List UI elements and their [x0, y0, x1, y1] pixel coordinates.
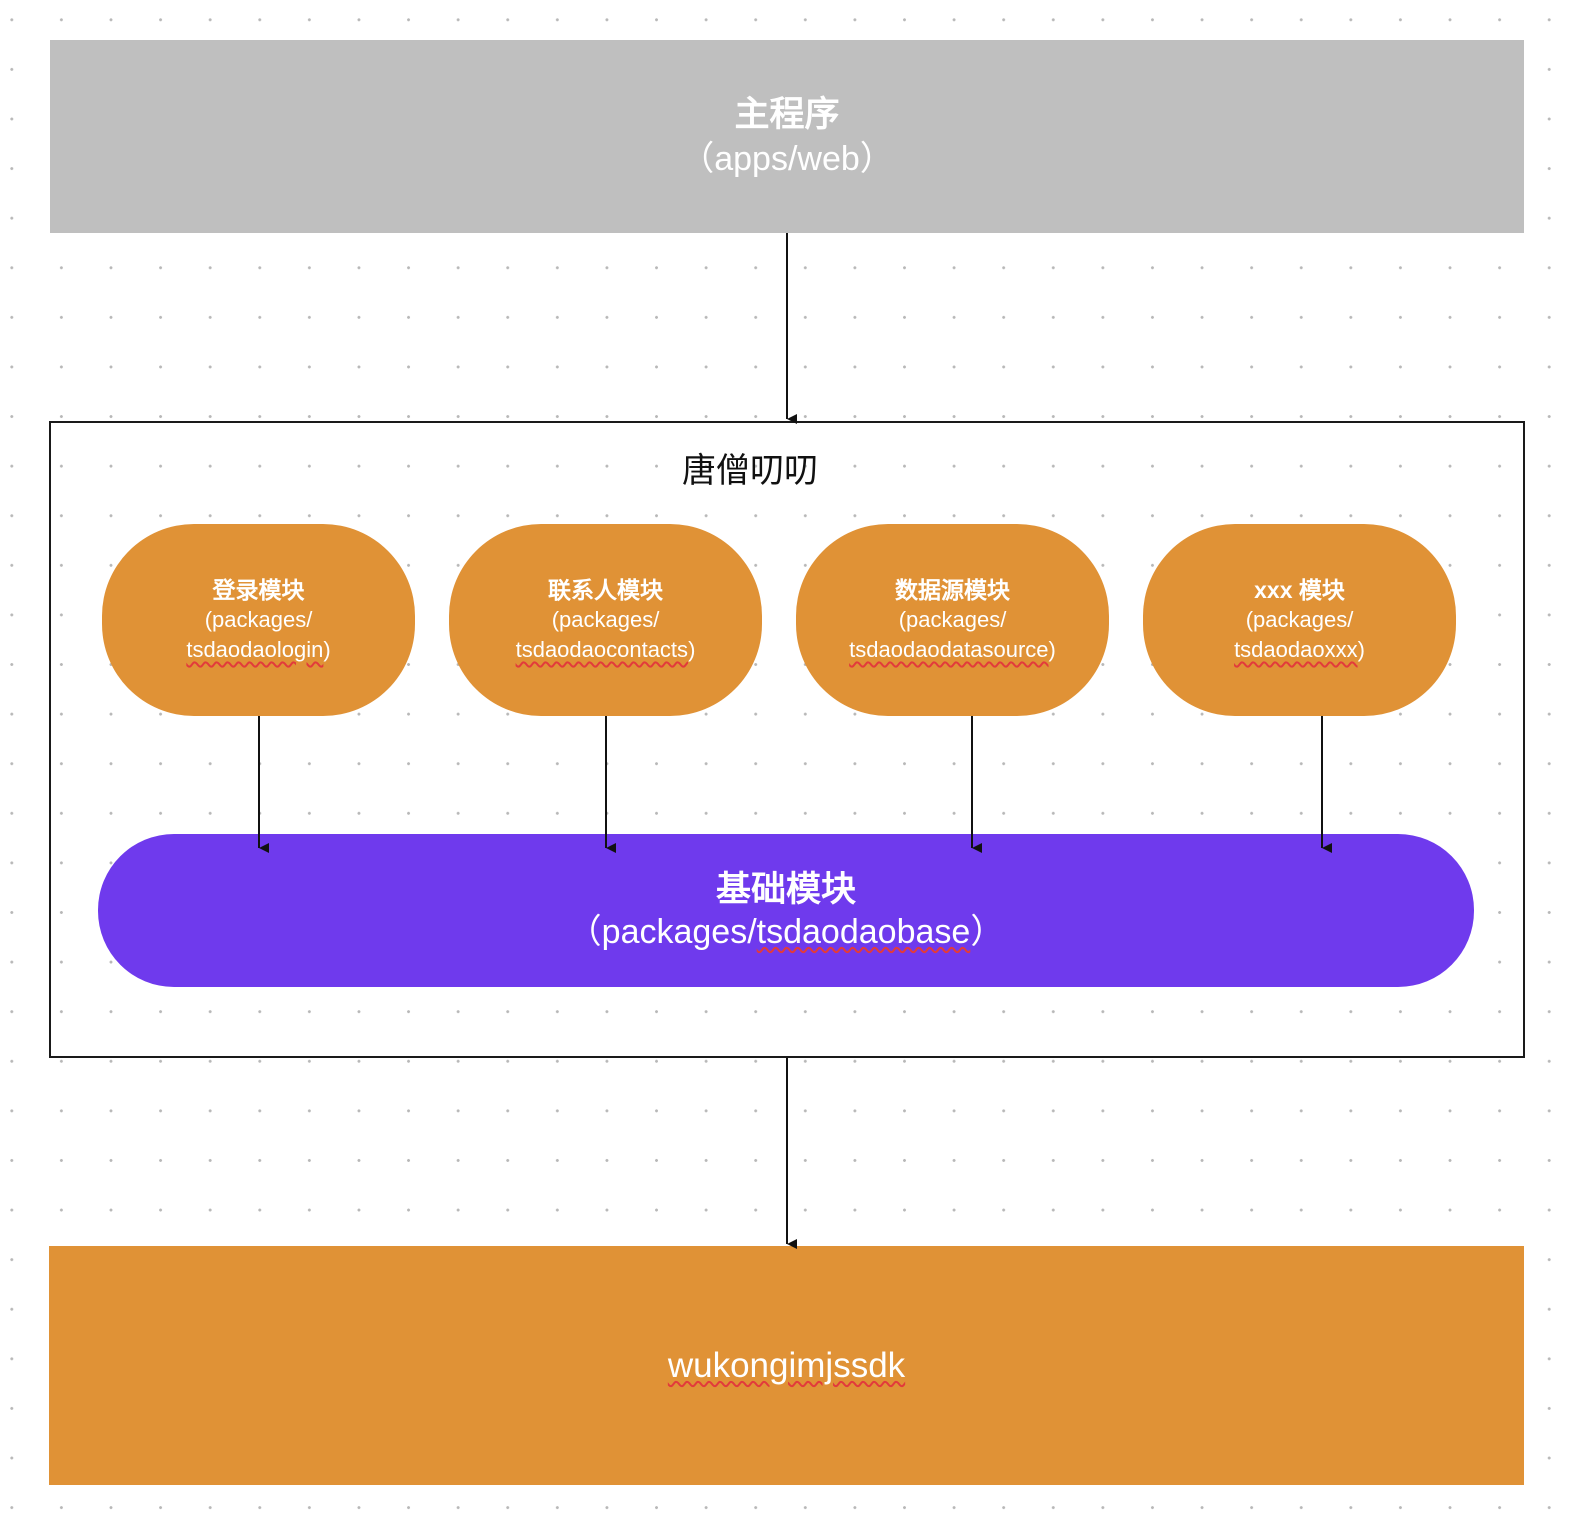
- module-login: 登录模块 (packages/ tsdaodaologin): [102, 524, 415, 716]
- module-package-name: tsdaodaologin: [186, 637, 324, 662]
- base-module-name: 基础模块: [715, 869, 856, 909]
- module-path-close: ): [1048, 637, 1056, 662]
- module-path-close: ): [688, 637, 696, 662]
- module-name: 联系人模块: [548, 577, 663, 603]
- base-module-package-name: tsdaodaobase: [756, 912, 971, 951]
- app-container-title: 唐僧叨叨: [682, 451, 818, 491]
- module-xxx: xxx 模块 (packages/ tsdaodaoxxx): [1143, 524, 1456, 716]
- base-module-path: （packages/tsdaodaobase）: [568, 911, 1005, 953]
- sdk-box: wukongimjssdk: [49, 1246, 1524, 1485]
- module-path-line2: tsdaodaologin): [186, 635, 330, 665]
- main-program-path: （apps/web）: [680, 139, 894, 178]
- module-path-line1: (packages/: [204, 607, 313, 632]
- module-name: 数据源模块: [895, 577, 1010, 603]
- module-contacts: 联系人模块 (packages/ tsdaodaocontacts): [449, 524, 762, 716]
- base-module: 基础模块 （packages/tsdaodaobase）: [98, 834, 1474, 987]
- module-path-line1: (packages/: [1245, 607, 1354, 632]
- module-path-line2: tsdaodaodatasource): [849, 635, 1056, 665]
- module-path-line2: tsdaodaoxxx): [1234, 635, 1365, 665]
- module-path-line1: (packages/: [898, 607, 1007, 632]
- module-name: xxx 模块: [1254, 577, 1345, 603]
- module-datasource: 数据源模块 (packages/ tsdaodaodatasource): [796, 524, 1109, 716]
- module-path-close: ): [323, 637, 331, 662]
- module-path-line1: (packages/: [551, 607, 660, 632]
- main-program-title: 主程序: [734, 94, 840, 134]
- module-package-name: tsdaodaodatasource: [849, 637, 1049, 662]
- module-name: 登录模块: [212, 577, 305, 603]
- base-module-path-suffix: ）: [970, 912, 1005, 951]
- module-package-name: tsdaodaocontacts: [515, 637, 689, 662]
- main-program-box: 主程序 （apps/web）: [50, 40, 1524, 233]
- sdk-name: wukongimjssdk: [667, 1345, 906, 1385]
- module-path-close: ): [1357, 637, 1365, 662]
- base-module-path-prefix: （packages/: [567, 912, 757, 951]
- module-path-line2: tsdaodaocontacts): [516, 635, 696, 665]
- module-package-name: tsdaodaoxxx: [1234, 637, 1358, 662]
